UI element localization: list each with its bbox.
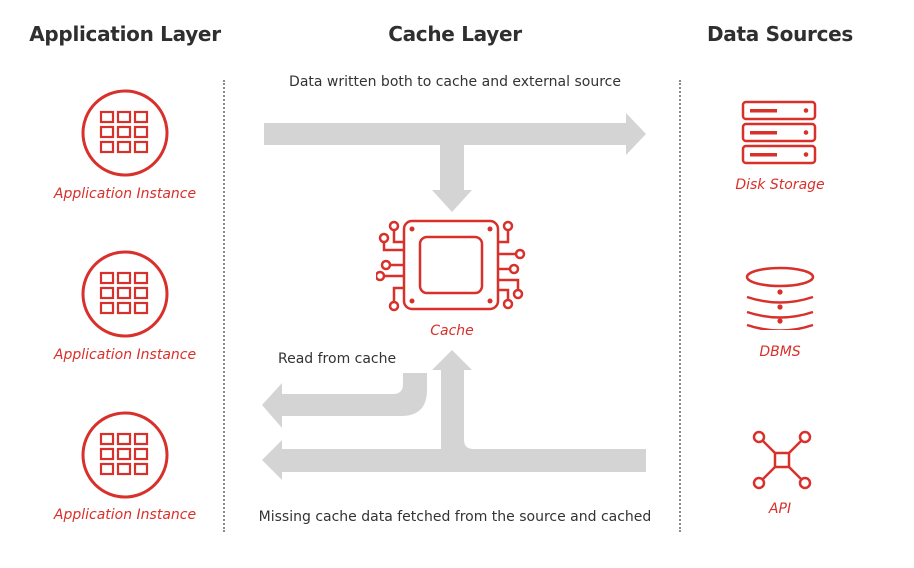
cache-miss-label: Missing cache data fetched from the sour… (258, 509, 652, 525)
application-instance-label: Application Instance (53, 347, 197, 363)
database-icon (745, 266, 815, 330)
application-instance-label: Application Instance (53, 507, 197, 523)
write-arrow-right (264, 113, 646, 155)
chip-icon (376, 219, 526, 312)
app-grid-icon (81, 250, 169, 338)
write-arrow-down (432, 145, 472, 212)
read-from-cache-label: Read from cache (278, 351, 397, 367)
api-label: API (768, 501, 792, 517)
miss-arrow-up (432, 350, 474, 449)
divider-right (679, 80, 681, 532)
cache-label: Cache (430, 323, 474, 339)
divider-left (223, 80, 225, 532)
cache-layer-title: Cache Layer (388, 22, 522, 46)
read-arrow-left (262, 373, 427, 428)
dbms-label: DBMS (759, 344, 801, 360)
data-sources-title: Data Sources (706, 22, 854, 46)
write-through-label: Data written both to cache and external … (289, 74, 621, 90)
disk-storage-label: Disk Storage (735, 177, 825, 193)
application-instance-label: Application Instance (53, 186, 197, 202)
application-layer-title: Application Layer (29, 22, 221, 46)
miss-arrow-left (262, 440, 646, 480)
server-icon (741, 100, 817, 165)
app-grid-icon (81, 411, 169, 499)
api-network-icon (752, 430, 812, 490)
app-grid-icon (81, 89, 169, 177)
